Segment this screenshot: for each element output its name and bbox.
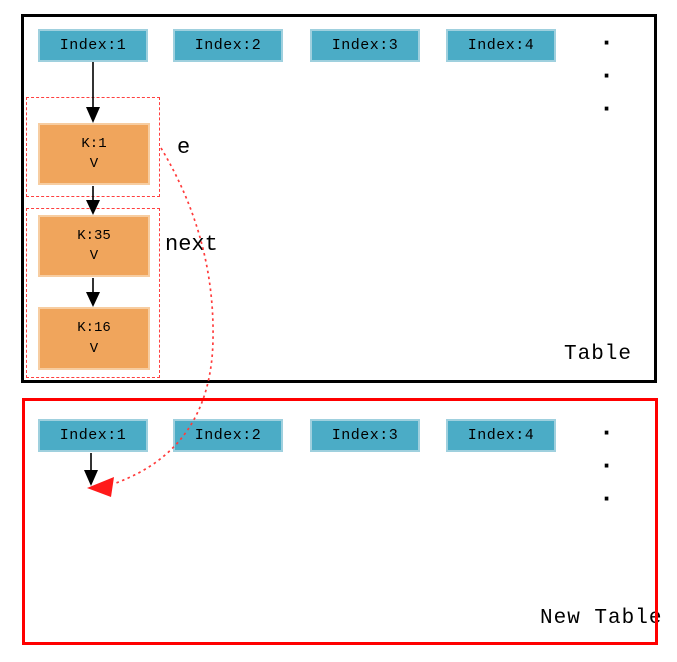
new-table-title: New Table — [540, 607, 663, 630]
new-table-bucket-2: Index:2 — [173, 419, 283, 452]
table-bucket-1-label: Index:1 — [59, 37, 127, 54]
entry-node-k16-key: K:16 — [77, 320, 111, 337]
table-bucket-4: Index:4 — [446, 29, 556, 62]
new-table-bucket-3: Index:3 — [310, 419, 420, 452]
table-title: Table — [564, 343, 633, 366]
table-buckets-ellipsis: · · · — [598, 28, 624, 124]
new-table-bucket-4: Index:4 — [446, 419, 556, 452]
table-container — [21, 14, 657, 383]
table-bucket-2: Index:2 — [173, 29, 283, 62]
entry-node-k35-key: K:35 — [77, 227, 111, 244]
edge-label-e: e — [177, 135, 191, 160]
table-bucket-1: Index:1 — [38, 29, 148, 62]
edge-label-next: next — [165, 232, 218, 257]
table-bucket-3-label: Index:3 — [331, 37, 399, 54]
new-table-bucket-1-label: Index:1 — [59, 427, 127, 444]
table-bucket-3: Index:3 — [310, 29, 420, 62]
new-table-bucket-3-label: Index:3 — [331, 427, 399, 444]
table-bucket-2-label: Index:2 — [194, 37, 262, 54]
entry-node-k35: K:35 V — [38, 215, 150, 277]
entry-node-k16: K:16 V — [38, 307, 150, 370]
new-table-bucket-2-label: Index:2 — [194, 427, 262, 444]
entry-node-k1-key: K:1 — [81, 135, 107, 152]
new-table-bucket-4-label: Index:4 — [467, 427, 535, 444]
new-table-container — [22, 398, 658, 645]
new-table-buckets-ellipsis: · · · — [598, 418, 624, 514]
new-table-bucket-1: Index:1 — [38, 419, 148, 452]
table-bucket-4-label: Index:4 — [467, 37, 535, 54]
entry-node-k16-value: V — [89, 340, 99, 357]
entry-node-k1-value: V — [89, 156, 99, 172]
entry-node-k1: K:1 V — [38, 123, 150, 185]
entry-node-k35-value: V — [89, 248, 99, 264]
